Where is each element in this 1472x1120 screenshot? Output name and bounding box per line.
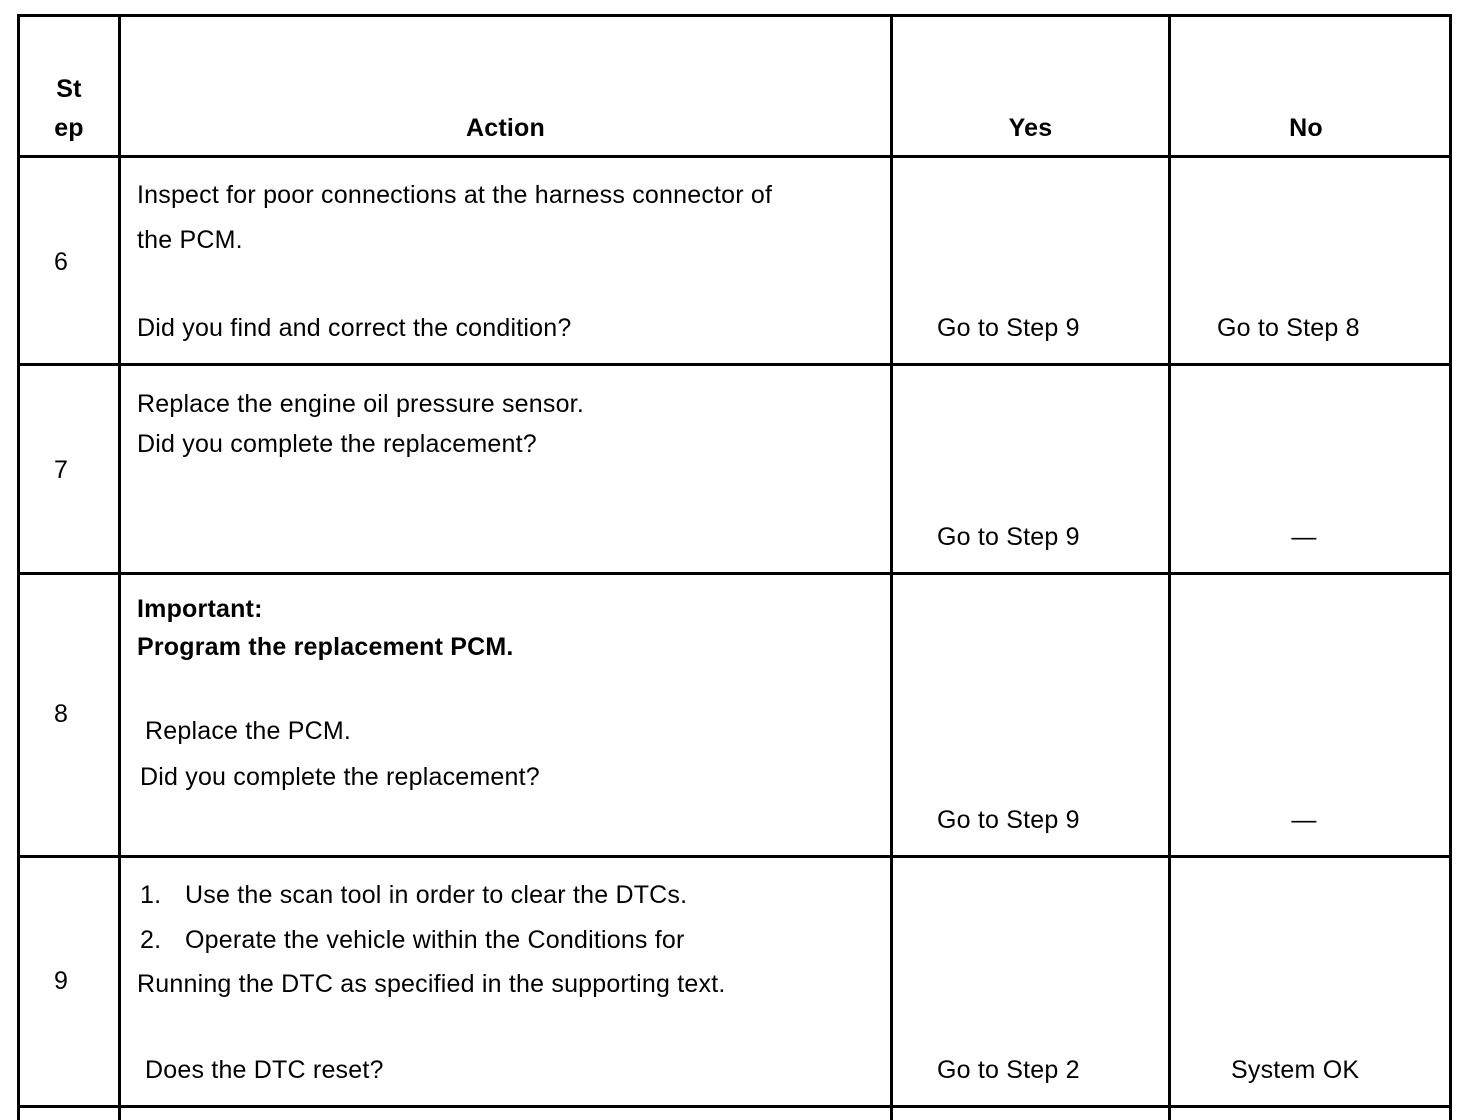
header-no: No [1289,114,1323,142]
header-yes: Yes [1008,114,1053,142]
no-result: — [1291,806,1317,834]
column-divider-yes [1168,14,1171,1120]
action-question: Did you complete the replacement? [137,430,537,458]
row-divider-9 [17,1105,1452,1108]
action-question: Did you complete the replacement? [140,763,540,791]
important-label: Important: [137,595,263,623]
column-divider-action [890,14,893,1120]
row-divider-7 [17,572,1452,575]
header-divider [17,155,1452,158]
step-number: 6 [53,248,69,276]
yes-result: Go to Step 9 [937,806,1080,834]
list-item-text: Operate the vehicle within the Condition… [185,926,685,954]
row-divider-8 [17,855,1452,858]
action-text: Replace the engine oil pressure sensor. [137,390,584,418]
list-item-text: Use the scan tool in order to clear the … [185,881,688,909]
diagnostic-table [17,14,1452,1120]
header-step-line1: St [56,75,82,103]
list-continuation: Running the DTC as specified in the supp… [137,970,726,998]
action-question: Did you find and correct the condition? [137,314,572,342]
no-result: — [1291,523,1317,551]
step-number: 9 [53,967,69,995]
yes-result: Go to Step 9 [937,314,1080,342]
important-text: Program the replacement PCM. [137,633,514,661]
action-text: Inspect for poor connections at the harn… [137,181,773,209]
step-number: 8 [53,700,69,728]
no-result: System OK [1231,1056,1360,1084]
action-text: the PCM. [137,226,243,254]
list-number: 2. [140,926,162,954]
action-question: Does the DTC reset? [145,1056,384,1084]
step-number: 7 [53,456,69,484]
yes-result: Go to Step 9 [937,523,1080,551]
row-divider-6 [17,363,1452,366]
action-text: Replace the PCM. [145,717,352,745]
column-divider-step [118,14,121,1120]
list-number: 1. [140,881,162,909]
yes-result: Go to Step 2 [937,1056,1080,1084]
header-action: Action [466,114,545,142]
header-step-line2: ep [54,114,84,142]
no-result: Go to Step 8 [1217,314,1360,342]
